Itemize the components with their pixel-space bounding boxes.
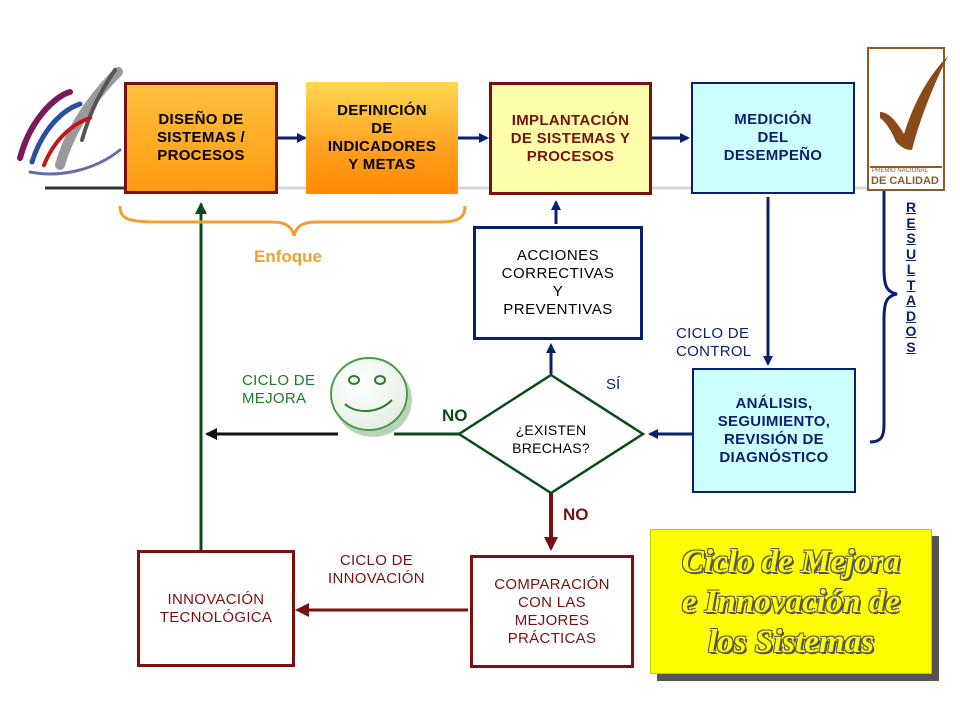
- decision-text: ¿EXISTEN BRECHAS?: [512, 422, 590, 456]
- comparison-box: COMPARACIÓN CON LAS MEJORES PRÁCTICAS: [470, 555, 634, 668]
- yes-label: SÍ: [606, 376, 621, 393]
- design-box: DISEÑO DE SISTEMAS / PROCESOS: [124, 82, 278, 194]
- banner-text: Ciclo de Mejora e Innovación de los Sist…: [681, 543, 901, 660]
- premio-logo-line1: PREMIO NACIONAL: [872, 168, 929, 174]
- comparison-box-text: COMPARACIÓN CON LAS MEJORES PRÁCTICAS: [494, 575, 610, 647]
- smiley-face-icon: [330, 357, 412, 437]
- control-cycle-label: CICLO DE CONTROL: [676, 325, 752, 360]
- enfoque-label: Enfoque: [254, 247, 322, 266]
- corrective-box: ACCIONES CORRECTIVAS Y PREVENTIVAS: [473, 226, 643, 340]
- no-left-label: NO: [442, 406, 468, 425]
- indicators-box: DEFINICIÓN DE INDICADORES Y METAS: [306, 82, 458, 194]
- enfoque-bracket: [118, 205, 467, 237]
- design-box-text: DISEÑO DE SISTEMAS / PROCESOS: [156, 111, 245, 164]
- implementation-box: IMPLANTACIÓN DE SISTEMAS Y PROCESOS: [489, 82, 652, 195]
- improvement-cycle-label: CICLO DE MEJORA: [242, 372, 316, 407]
- swoosh-logo-icon: [17, 67, 123, 176]
- measurement-box-text: MEDICIÓN DEL DESEMPEÑO: [723, 111, 823, 164]
- innovation-box: INNOVACIÓN TECNOLÓGICA: [137, 550, 295, 667]
- premio-logo-icon: [867, 47, 948, 191]
- innovation-cycle-label: CICLO DE INNOVACIÓN: [328, 552, 425, 587]
- innovation-box-text: INNOVACIÓN TECNOLÓGICA: [159, 590, 273, 626]
- premio-logo-line2: DE CALIDAD: [871, 175, 939, 187]
- indicators-box-text: DEFINICIÓN DE INDICADORES Y METAS: [327, 102, 437, 173]
- no-down-label: NO: [563, 505, 589, 524]
- banner-box: Ciclo de Mejora e Innovación de los Sist…: [650, 529, 932, 674]
- measurement-box: MEDICIÓN DEL DESEMPEÑO: [691, 82, 855, 194]
- analysis-box-text: ANÁLISIS, SEGUIMIENTO, REVISIÓN DE DIAGN…: [717, 394, 831, 466]
- corrective-box-text: ACCIONES CORRECTIVAS Y PREVENTIVAS: [501, 247, 615, 318]
- results-vertical-label: RESULTADOS: [905, 199, 917, 355]
- analysis-box: ANÁLISIS, SEGUIMIENTO, REVISIÓN DE DIAGN…: [692, 368, 856, 493]
- implementation-box-text: IMPLANTACIÓN DE SISTEMAS Y PROCESOS: [510, 111, 631, 165]
